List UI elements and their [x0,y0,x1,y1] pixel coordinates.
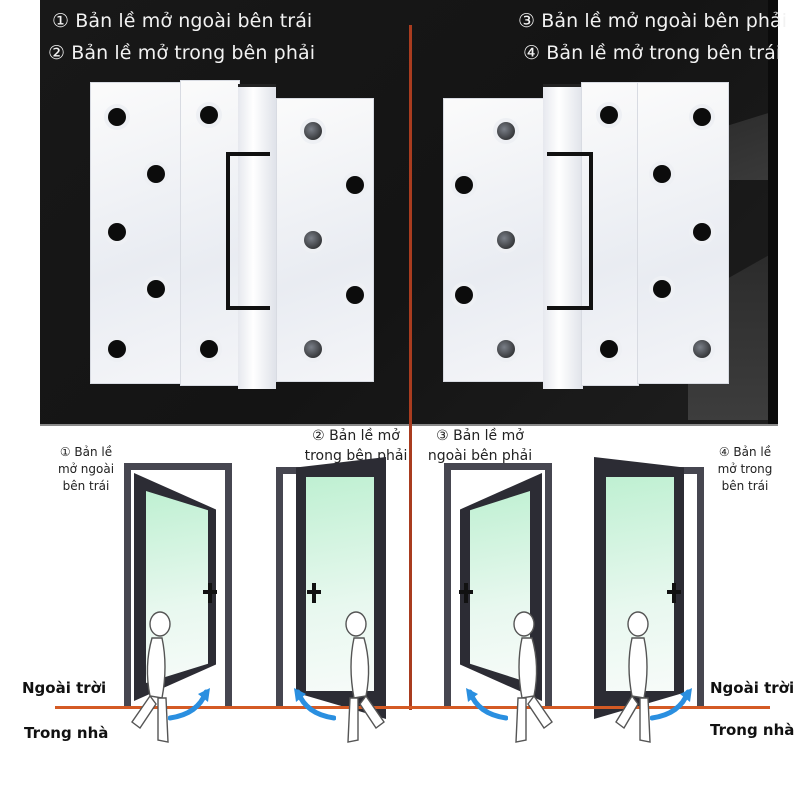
screw-hole [108,223,126,241]
screw-hole [455,176,473,194]
door-label-4: ④ Bản lề mở trong bên trái [710,444,780,495]
hinge-leaf-left [443,98,545,382]
walking-person-icon [615,611,651,743]
door-label-3: ③ Bản lề mở ngoài bên phải [422,426,538,466]
screw-hole [497,340,515,358]
screw-hole [497,122,515,140]
screw-hole [147,165,165,183]
screw-hole [304,122,322,140]
background-edge [768,0,778,424]
door-handle [203,583,217,603]
door-handle [667,583,681,603]
label-line: mở ngoài [57,462,115,476]
screw-hole [108,340,126,358]
label-line: ① Bản lề [59,445,113,459]
screw-hole [600,340,618,358]
label-line: ④ Bản lề [718,445,772,459]
label-line: bên trái [721,479,769,493]
screw-hole [693,340,711,358]
door-handle [459,583,473,603]
outside-label-left: Ngoài trời [22,679,107,697]
inside-label-left: Trong nhà [24,724,109,742]
swing-arrow-icon [650,688,692,721]
screw-hole [346,176,364,194]
title-hinge-1: ① Bản lề mở ngoài bên trái [52,10,313,32]
door-label-2: ② Bản lề mở trong bên phải [298,426,414,466]
hinge-knuckle [543,84,583,389]
vertical-divider-line [409,25,412,710]
label-line: ngoài bên phải [427,448,533,464]
screw-hole [200,106,218,124]
swing-arrow-icon [294,688,336,721]
screw-hole [200,340,218,358]
screw-hole [147,280,165,298]
door-diagram-4 [594,457,708,723]
title-hinge-4: ④ Bản lề mở trong bên trái [523,42,782,64]
hinge-leaf-outer [637,82,729,384]
walking-person-icon [131,611,171,743]
hinge-left [90,80,376,389]
label-line: ③ Bản lề mở [436,428,524,444]
door-handle [307,583,321,603]
swing-arrow-icon [168,688,210,721]
hinge-leaf-outer [90,82,182,384]
screw-hole [346,286,364,304]
walking-person-icon [513,611,553,743]
swing-arrow-icon [466,688,508,721]
hinge-spring-bracket [226,152,270,310]
screw-hole [653,165,671,183]
screw-hole [693,108,711,126]
label-line: mở trong [717,462,773,476]
hinge-right [443,80,731,389]
label-line: bên trái [62,479,110,493]
title-hinge-3: ③ Bản lề mở ngoài bên phải [518,10,788,32]
walking-person-icon [345,611,385,743]
floor-line [55,706,770,709]
hinge-leaf-right [276,98,374,382]
screw-hole [497,231,515,249]
inside-label-right: Trong nhà [710,721,795,739]
title-hinge-2: ② Bản lề mở trong bên phải [48,42,316,64]
hinge-spring-bracket [547,152,593,310]
hinge-knuckle [238,84,276,389]
screw-hole [653,280,671,298]
door-label-1: ① Bản lề mở ngoài bên trái [52,444,120,495]
label-line: ② Bản lề mở [312,428,400,444]
hinge-leaf-middle [180,80,240,386]
screw-hole [304,340,322,358]
screw-hole [455,286,473,304]
screw-hole [693,223,711,241]
outside-label-right: Ngoài trời [710,679,795,697]
screw-hole [600,106,618,124]
screw-hole [108,108,126,126]
screw-hole [304,231,322,249]
